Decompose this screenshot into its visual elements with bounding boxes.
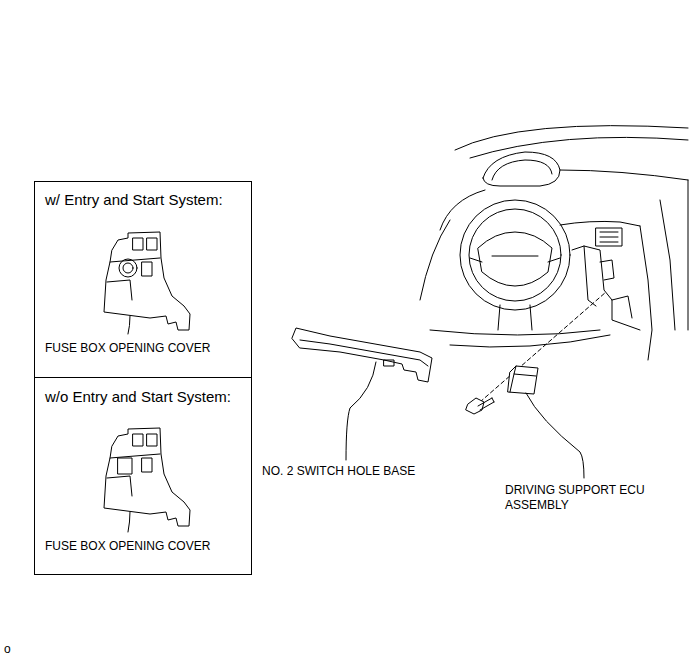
condition-heading: w/ Entry and Start System:	[45, 191, 223, 208]
part-name: NO. 2 SWITCH HOLE BASE	[262, 464, 482, 479]
condition-heading: w/o Entry and Start System:	[45, 388, 231, 405]
fuse-box-cover	[104, 232, 190, 334]
part-name: FUSE BOX OPENING COVER	[45, 342, 210, 356]
condition-panel: w/ Entry and Start System: FUSE BOX OPENI…	[34, 181, 252, 378]
page-mark: o	[4, 642, 24, 657]
part-name: DRIVING SUPPORT ECU ASSEMBLY	[505, 483, 665, 513]
condition-panel: w/o Entry and Start System: FUSE BOX OPEN…	[34, 377, 252, 575]
part-name: FUSE BOX OPENING COVER	[45, 540, 210, 554]
dashboard	[420, 126, 688, 360]
switch-hole-base	[292, 328, 432, 460]
ecu-module	[508, 366, 584, 478]
fuse-box-cover	[104, 428, 190, 532]
alignment-line	[480, 292, 606, 402]
bolt	[466, 398, 494, 414]
